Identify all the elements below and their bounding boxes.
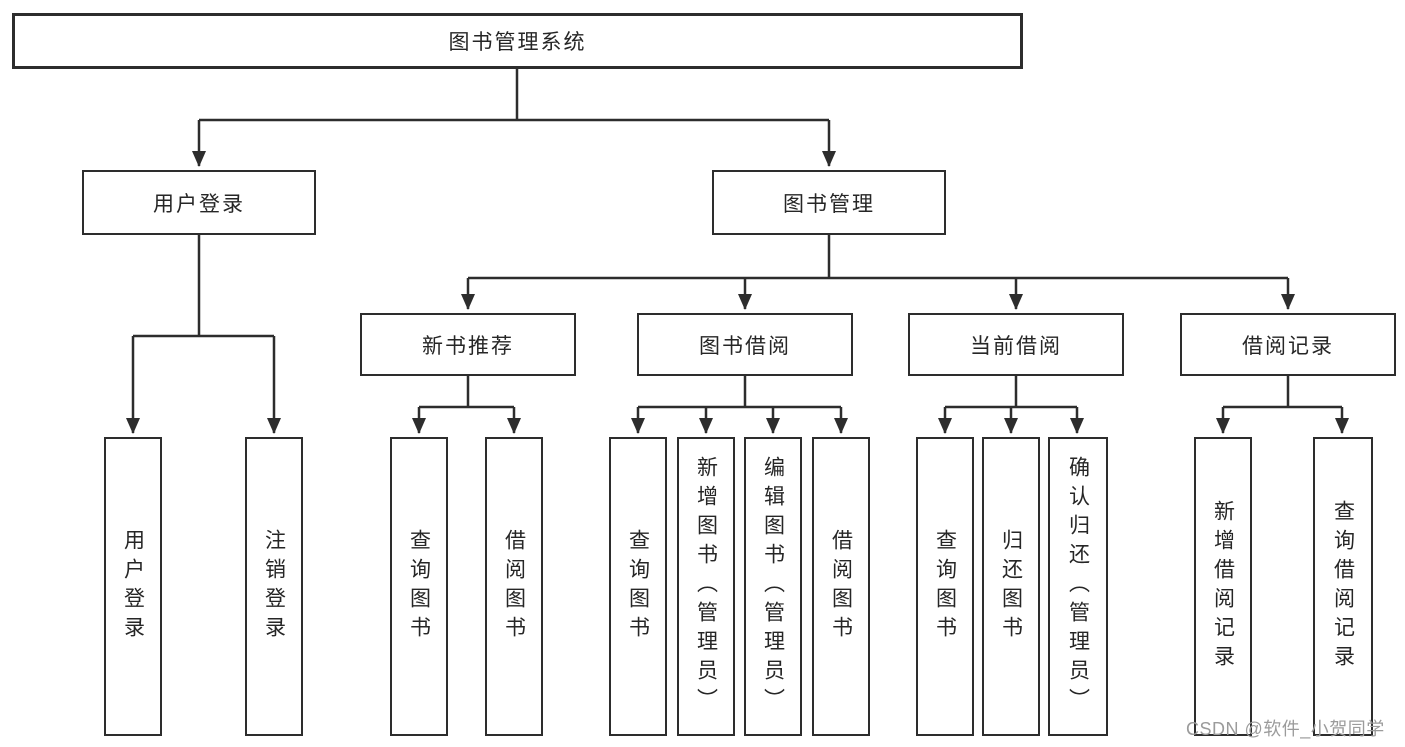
- node-label: 查询图书: [933, 528, 957, 645]
- node-label: 注销登录: [262, 528, 286, 645]
- leaf-br-add-record: 新增借阅记录: [1194, 437, 1252, 736]
- leaf-bb-edit-books-admin: 编辑图书（管理员）: [744, 437, 802, 736]
- node-label: 归还图书: [999, 528, 1023, 645]
- node-label: 图书管理系统: [448, 31, 587, 54]
- node-label: 查询图书: [407, 528, 431, 645]
- node-label: 查询图书: [626, 528, 650, 645]
- node-user-login: 用户登录: [82, 170, 316, 235]
- leaf-bb-query-books: 查询图书: [609, 437, 667, 736]
- node-label: 查询借阅记录: [1331, 499, 1355, 674]
- node-label: 图书管理: [783, 192, 875, 216]
- node-label: 当前借阅: [970, 334, 1062, 358]
- leaf-nbr-query-books: 查询图书: [390, 437, 448, 736]
- node-book-borrow: 图书借阅: [637, 313, 853, 376]
- node-label: 借阅记录: [1242, 334, 1334, 358]
- node-label: 确认归还（管理员）: [1066, 456, 1090, 717]
- leaf-logout: 注销登录: [245, 437, 303, 736]
- node-current-borrow: 当前借阅: [908, 313, 1124, 376]
- leaf-cb-confirm-return-admin: 确认归还（管理员）: [1048, 437, 1108, 736]
- leaf-nbr-borrow-books: 借阅图书: [485, 437, 543, 736]
- node-label: 图书借阅: [699, 334, 791, 358]
- node-label: 借阅图书: [502, 528, 526, 645]
- watermark: CSDN @软件_小贺同学: [1186, 719, 1385, 739]
- node-root: 图书管理系统: [12, 13, 1023, 69]
- leaf-cb-query-books: 查询图书: [916, 437, 974, 736]
- node-new-book-recommend: 新书推荐: [360, 313, 576, 376]
- leaf-bb-add-books-admin: 新增图书（管理员）: [677, 437, 735, 736]
- leaf-user-login: 用户登录: [104, 437, 162, 736]
- node-label: 新增图书（管理员）: [694, 456, 718, 717]
- node-label: 用户登录: [121, 528, 145, 645]
- leaf-br-query-record: 查询借阅记录: [1313, 437, 1373, 736]
- leaf-bb-borrow-books: 借阅图书: [812, 437, 870, 736]
- node-book-management: 图书管理: [712, 170, 946, 235]
- node-label: 借阅图书: [829, 528, 853, 645]
- node-label: 用户登录: [153, 192, 245, 216]
- node-label: 编辑图书（管理员）: [761, 456, 785, 717]
- node-label: 新书推荐: [422, 334, 514, 358]
- node-borrow-records: 借阅记录: [1180, 313, 1396, 376]
- leaf-cb-return-books: 归还图书: [982, 437, 1040, 736]
- node-label: 新增借阅记录: [1211, 499, 1235, 674]
